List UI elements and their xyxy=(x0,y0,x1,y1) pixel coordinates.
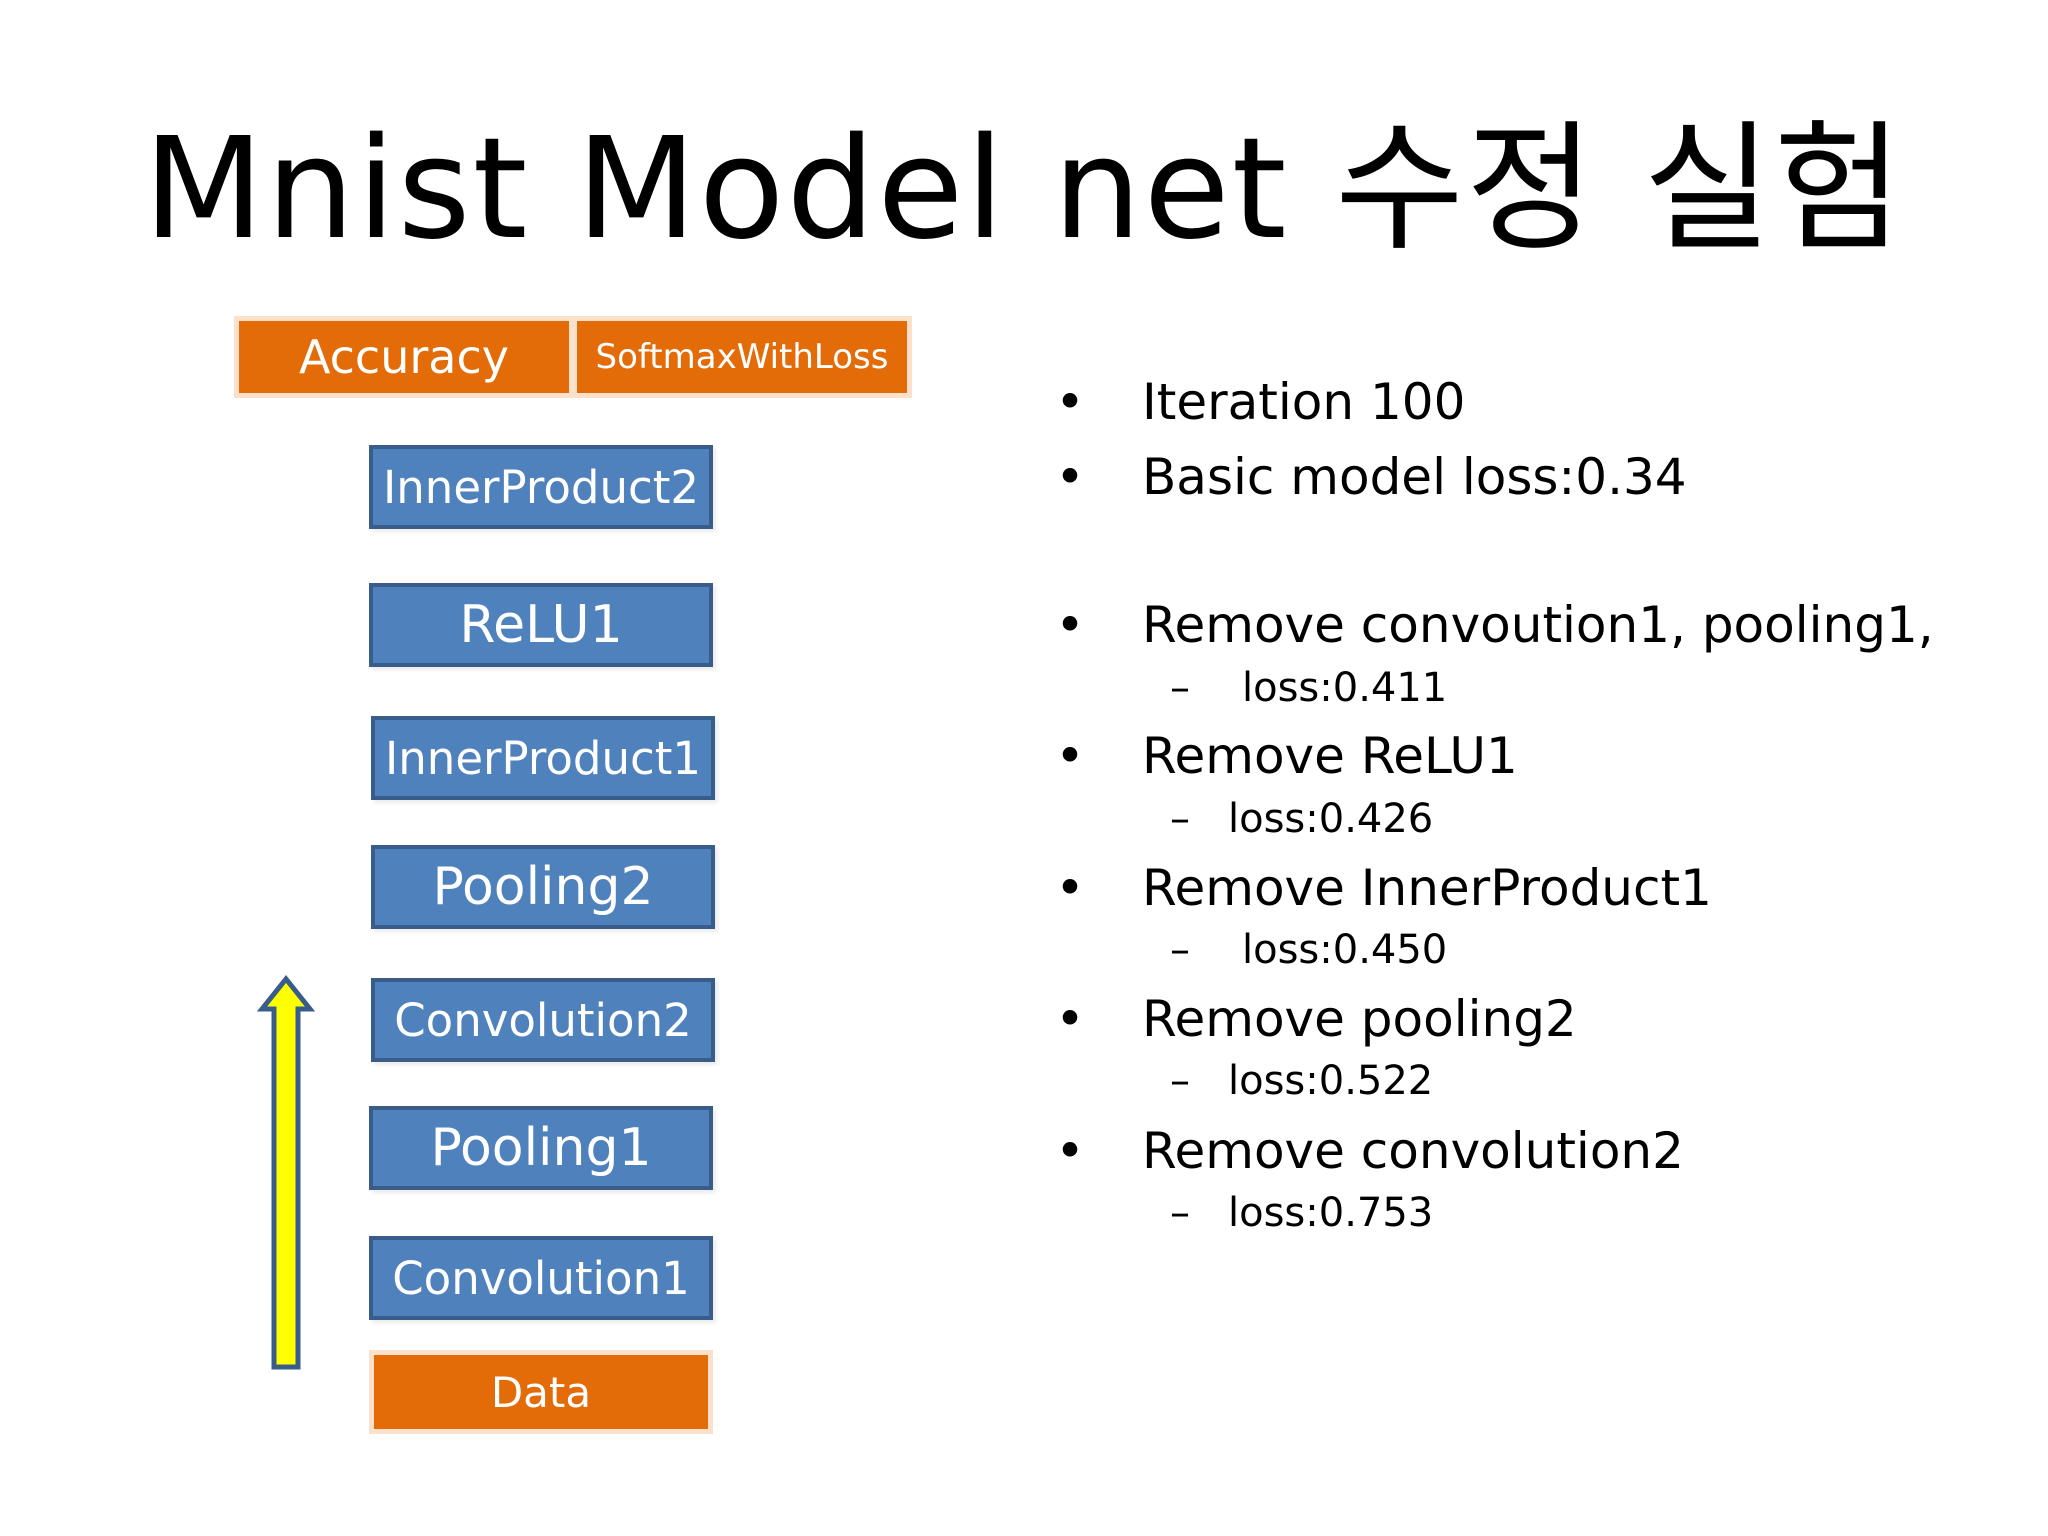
bullet-marker: • xyxy=(1055,727,1085,785)
list-item-text: Remove convolution2 xyxy=(1142,1122,1684,1180)
dash-marker: – xyxy=(1170,665,1190,711)
list-subitem-text: loss:0.450 xyxy=(1242,927,1448,973)
innerproduct2-layer: InnerProduct2 xyxy=(369,445,713,529)
pooling1-layer-label: Pooling1 xyxy=(430,1118,652,1178)
data-layer: Data xyxy=(369,1350,713,1434)
softmax-loss-layer: SoftmaxWithLoss xyxy=(572,316,912,398)
bullet-marker: • xyxy=(1055,1122,1085,1180)
list-item-text: Basic model loss:0.34 xyxy=(1142,448,1687,506)
dash-marker: – xyxy=(1170,1190,1190,1236)
relu1-layer-label: ReLU1 xyxy=(459,595,623,655)
dash-marker: – xyxy=(1170,927,1190,973)
list-item-text: Remove ReLU1 xyxy=(1142,727,1518,785)
bullet-marker: • xyxy=(1055,859,1085,917)
flow-arrow-shape xyxy=(256,975,316,1370)
list-item-text: Remove convoution1, pooling1, xyxy=(1142,596,1934,654)
dash-marker: – xyxy=(1170,796,1190,842)
accuracy-layer: Accuracy xyxy=(234,316,574,398)
data-layer-label: Data xyxy=(490,1367,592,1417)
list-item-text: Remove pooling2 xyxy=(1142,990,1577,1048)
bullet-marker: • xyxy=(1055,990,1085,1048)
slide-title: Mnist Model net 수정 실험 xyxy=(143,108,1905,271)
innerproduct2-layer-label: InnerProduct2 xyxy=(383,460,699,514)
network-diagram: Accuracy SoftmaxWithLoss InnerProduct2 R… xyxy=(0,0,1000,1536)
relu1-layer: ReLU1 xyxy=(369,583,713,667)
bullet-marker: • xyxy=(1055,596,1085,654)
flow-arrow xyxy=(256,975,316,1370)
list-item-text: Iteration 100 xyxy=(1142,373,1466,431)
convolution1-layer-label: Convolution1 xyxy=(392,1251,690,1305)
accuracy-layer-label: Accuracy xyxy=(298,330,509,384)
softmax-loss-layer-label: SoftmaxWithLoss xyxy=(595,337,889,377)
pooling1-layer: Pooling1 xyxy=(369,1106,713,1190)
pooling2-layer-label: Pooling2 xyxy=(432,857,654,917)
list-subitem-text: loss:0.411 xyxy=(1242,665,1448,711)
innerproduct1-layer-label: InnerProduct1 xyxy=(385,731,701,785)
convolution2-layer-label: Convolution2 xyxy=(394,993,692,1047)
list-item-text: Remove InnerProduct1 xyxy=(1142,859,1712,917)
list-subitem-text: loss:0.522 xyxy=(1228,1058,1434,1104)
bullet-marker: • xyxy=(1055,448,1085,506)
convolution2-layer: Convolution2 xyxy=(371,978,715,1062)
bullet-marker: • xyxy=(1055,373,1085,431)
convolution1-layer: Convolution1 xyxy=(369,1236,713,1320)
dash-marker: – xyxy=(1170,1058,1190,1104)
pooling2-layer: Pooling2 xyxy=(371,845,715,929)
list-subitem-text: loss:0.753 xyxy=(1228,1190,1434,1236)
innerproduct1-layer: InnerProduct1 xyxy=(371,716,715,800)
list-subitem-text: loss:0.426 xyxy=(1228,796,1434,842)
